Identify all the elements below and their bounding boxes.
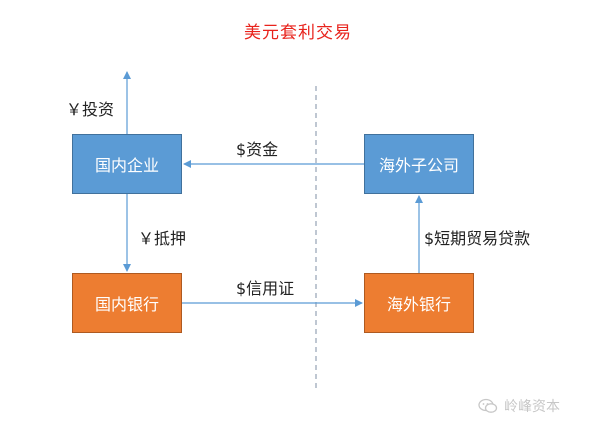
watermark-text: 岭峰资本: [504, 399, 560, 415]
diagram-title: 美元套利交易: [244, 23, 352, 43]
node-domestic-bank: 国内银行: [72, 273, 182, 333]
watermark: 岭峰资本: [478, 396, 560, 416]
wechat-icon: [478, 398, 498, 413]
node-overseas-bank: 海外银行: [364, 273, 474, 333]
label-usd-funds: $资金: [236, 140, 279, 159]
label-usd-trade-loan: $短期贸易贷款: [424, 229, 531, 248]
node-overseas-subsidiary: 海外子公司: [364, 134, 474, 194]
label-usd-letter-of-credit: $信用证: [236, 279, 295, 298]
node-domestic-enterprise: 国内企业: [72, 134, 182, 194]
label-rmb-investment: ￥投资: [66, 100, 115, 119]
label-rmb-pledge: ￥抵押: [138, 229, 187, 248]
